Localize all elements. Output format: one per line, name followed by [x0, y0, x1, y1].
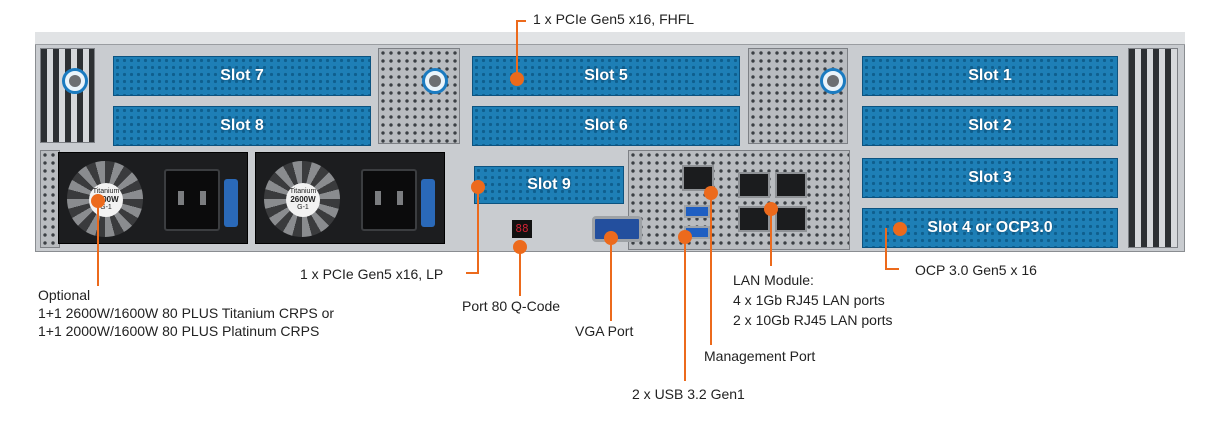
leader-line-port80 — [519, 246, 521, 296]
mesh-panel-io — [628, 150, 850, 250]
psu-brand: Titanium — [289, 188, 317, 195]
marker-fhfl — [510, 72, 524, 86]
slot-3: Slot 3 — [862, 158, 1118, 198]
slot-2: Slot 2 — [862, 106, 1118, 146]
leader-line-lp-tick — [466, 272, 478, 274]
callout-vga: VGA Port — [575, 323, 634, 339]
marker-lp — [471, 180, 485, 194]
leader-line-mgmt — [710, 193, 712, 345]
right-vent-grille — [1128, 48, 1178, 248]
usb-port-1[interactable] — [684, 205, 710, 218]
leader-line-psu — [97, 200, 99, 286]
lan-port-2[interactable] — [775, 172, 807, 198]
port-80-display: 88 — [512, 220, 532, 238]
power-supply-2: Titanium 2600W G-1 — [255, 152, 445, 244]
psu-wattage: 2600W — [290, 195, 316, 204]
leader-line-lan — [770, 208, 772, 266]
marker-port80 — [513, 240, 527, 254]
marker-usb — [678, 230, 692, 244]
chassis-top-lip — [35, 32, 1185, 45]
psu-wattage: 2600W — [93, 195, 119, 204]
marker-lan — [764, 202, 778, 216]
marker-vga — [604, 231, 618, 245]
psu-code: G-1 — [100, 204, 112, 211]
mesh-panel-center-right — [748, 48, 848, 144]
mesh-panel-center-left — [378, 48, 460, 144]
callout-pcie-fhfl: 1 x PCIe Gen5 x16, FHFL — [533, 11, 695, 27]
leader-line-ocp — [885, 228, 887, 270]
slot-1: Slot 1 — [862, 56, 1118, 96]
psu-rating-label: Titanium 2600W G-1 — [286, 183, 320, 217]
power-socket-icon[interactable] — [361, 169, 417, 231]
psu-brand: Titanium — [92, 188, 120, 195]
mesh-panel-lower-left — [40, 150, 60, 248]
callout-lan-10gb: 2 x 10Gb RJ45 LAN ports — [733, 312, 893, 328]
callout-mgmt: Management Port — [704, 348, 816, 364]
callout-ocp: OCP 3.0 Gen5 x 16 — [915, 262, 1037, 278]
callout-psu-titanium: 1+1 2600W/1600W 80 PLUS Titanium CRPS or — [38, 305, 335, 321]
power-socket-icon[interactable] — [164, 169, 220, 231]
slot-8: Slot 8 — [113, 106, 371, 146]
marker-psu — [91, 194, 105, 208]
leader-line-lp — [477, 186, 479, 274]
leader-line-usb — [684, 236, 686, 381]
slot-9: Slot 9 — [474, 166, 624, 204]
thumb-screw-left[interactable] — [62, 68, 88, 94]
callout-usb: 2 x USB 3.2 Gen1 — [632, 386, 745, 402]
lan-port-1[interactable] — [738, 172, 770, 198]
left-vent-grille — [40, 48, 95, 143]
callout-psu-platinum: 1+1 2000W/1600W 80 PLUS Platinum CRPS — [38, 323, 320, 339]
leader-line-ocp-tick — [885, 268, 899, 270]
marker-ocp — [893, 222, 907, 236]
power-supply-1: Titanium 2600W G-1 — [58, 152, 248, 244]
thumb-screw-right[interactable] — [820, 68, 846, 94]
leader-line-vga — [610, 237, 612, 321]
lan-port-4[interactable] — [775, 206, 807, 232]
callout-psu-optional: Optional — [38, 287, 91, 303]
thumb-screw-center[interactable] — [422, 68, 448, 94]
leader-line-fhfl — [516, 20, 518, 78]
marker-mgmt — [704, 186, 718, 200]
callout-lan-1gb: 4 x 1Gb RJ45 LAN ports — [733, 292, 885, 308]
psu-release-latch[interactable] — [224, 179, 238, 227]
psu-fan-icon: Titanium 2600W G-1 — [264, 161, 340, 237]
leader-line-fhfl-tick — [516, 20, 526, 22]
slot-7: Slot 7 — [113, 56, 371, 96]
psu-code: G-1 — [297, 204, 309, 211]
psu-fan-icon: Titanium 2600W G-1 — [67, 161, 143, 237]
callout-pcie-lp: 1 x PCIe Gen5 x16, LP — [300, 266, 444, 282]
lan-port-3[interactable] — [738, 206, 770, 232]
psu-release-latch[interactable] — [421, 179, 435, 227]
callout-lan-title: LAN Module: — [733, 272, 814, 288]
slot-6: Slot 6 — [472, 106, 740, 146]
callout-port80: Port 80 Q-Code — [462, 298, 561, 314]
